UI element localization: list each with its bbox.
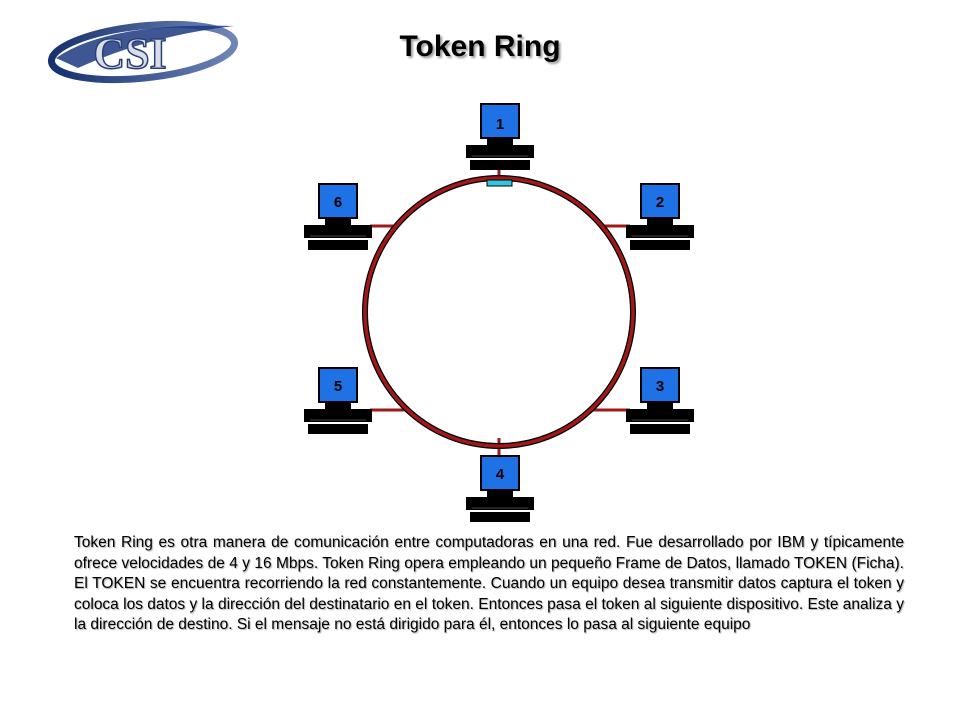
node-label-2: 2 [656, 194, 664, 211]
computer-node-6: 6 [304, 183, 372, 250]
svg-text:CSI: CSI [93, 29, 166, 78]
node-label-5: 5 [334, 378, 342, 395]
computer-node-2: 2 [626, 183, 694, 250]
node-label-4: 4 [496, 466, 505, 483]
page-title: Token Ring [399, 30, 561, 63]
node-label-3: 3 [656, 378, 664, 395]
csi-logo: CSI [48, 20, 238, 84]
token-ring-diagram: 1 2 6 3 5 4 [304, 103, 694, 522]
token [486, 179, 513, 187]
node-label-1: 1 [496, 116, 504, 133]
node-label-6: 6 [334, 194, 342, 211]
ring-connectors [370, 160, 630, 462]
computer-node-1: 1 [466, 103, 534, 170]
ring [362, 175, 636, 449]
computer-node-3: 3 [626, 367, 694, 434]
computer-node-5: 5 [304, 367, 372, 434]
computer-node-4: 4 [466, 455, 534, 522]
description-paragraph: Token Ring es otra manera de comunicació… [74, 534, 904, 633]
